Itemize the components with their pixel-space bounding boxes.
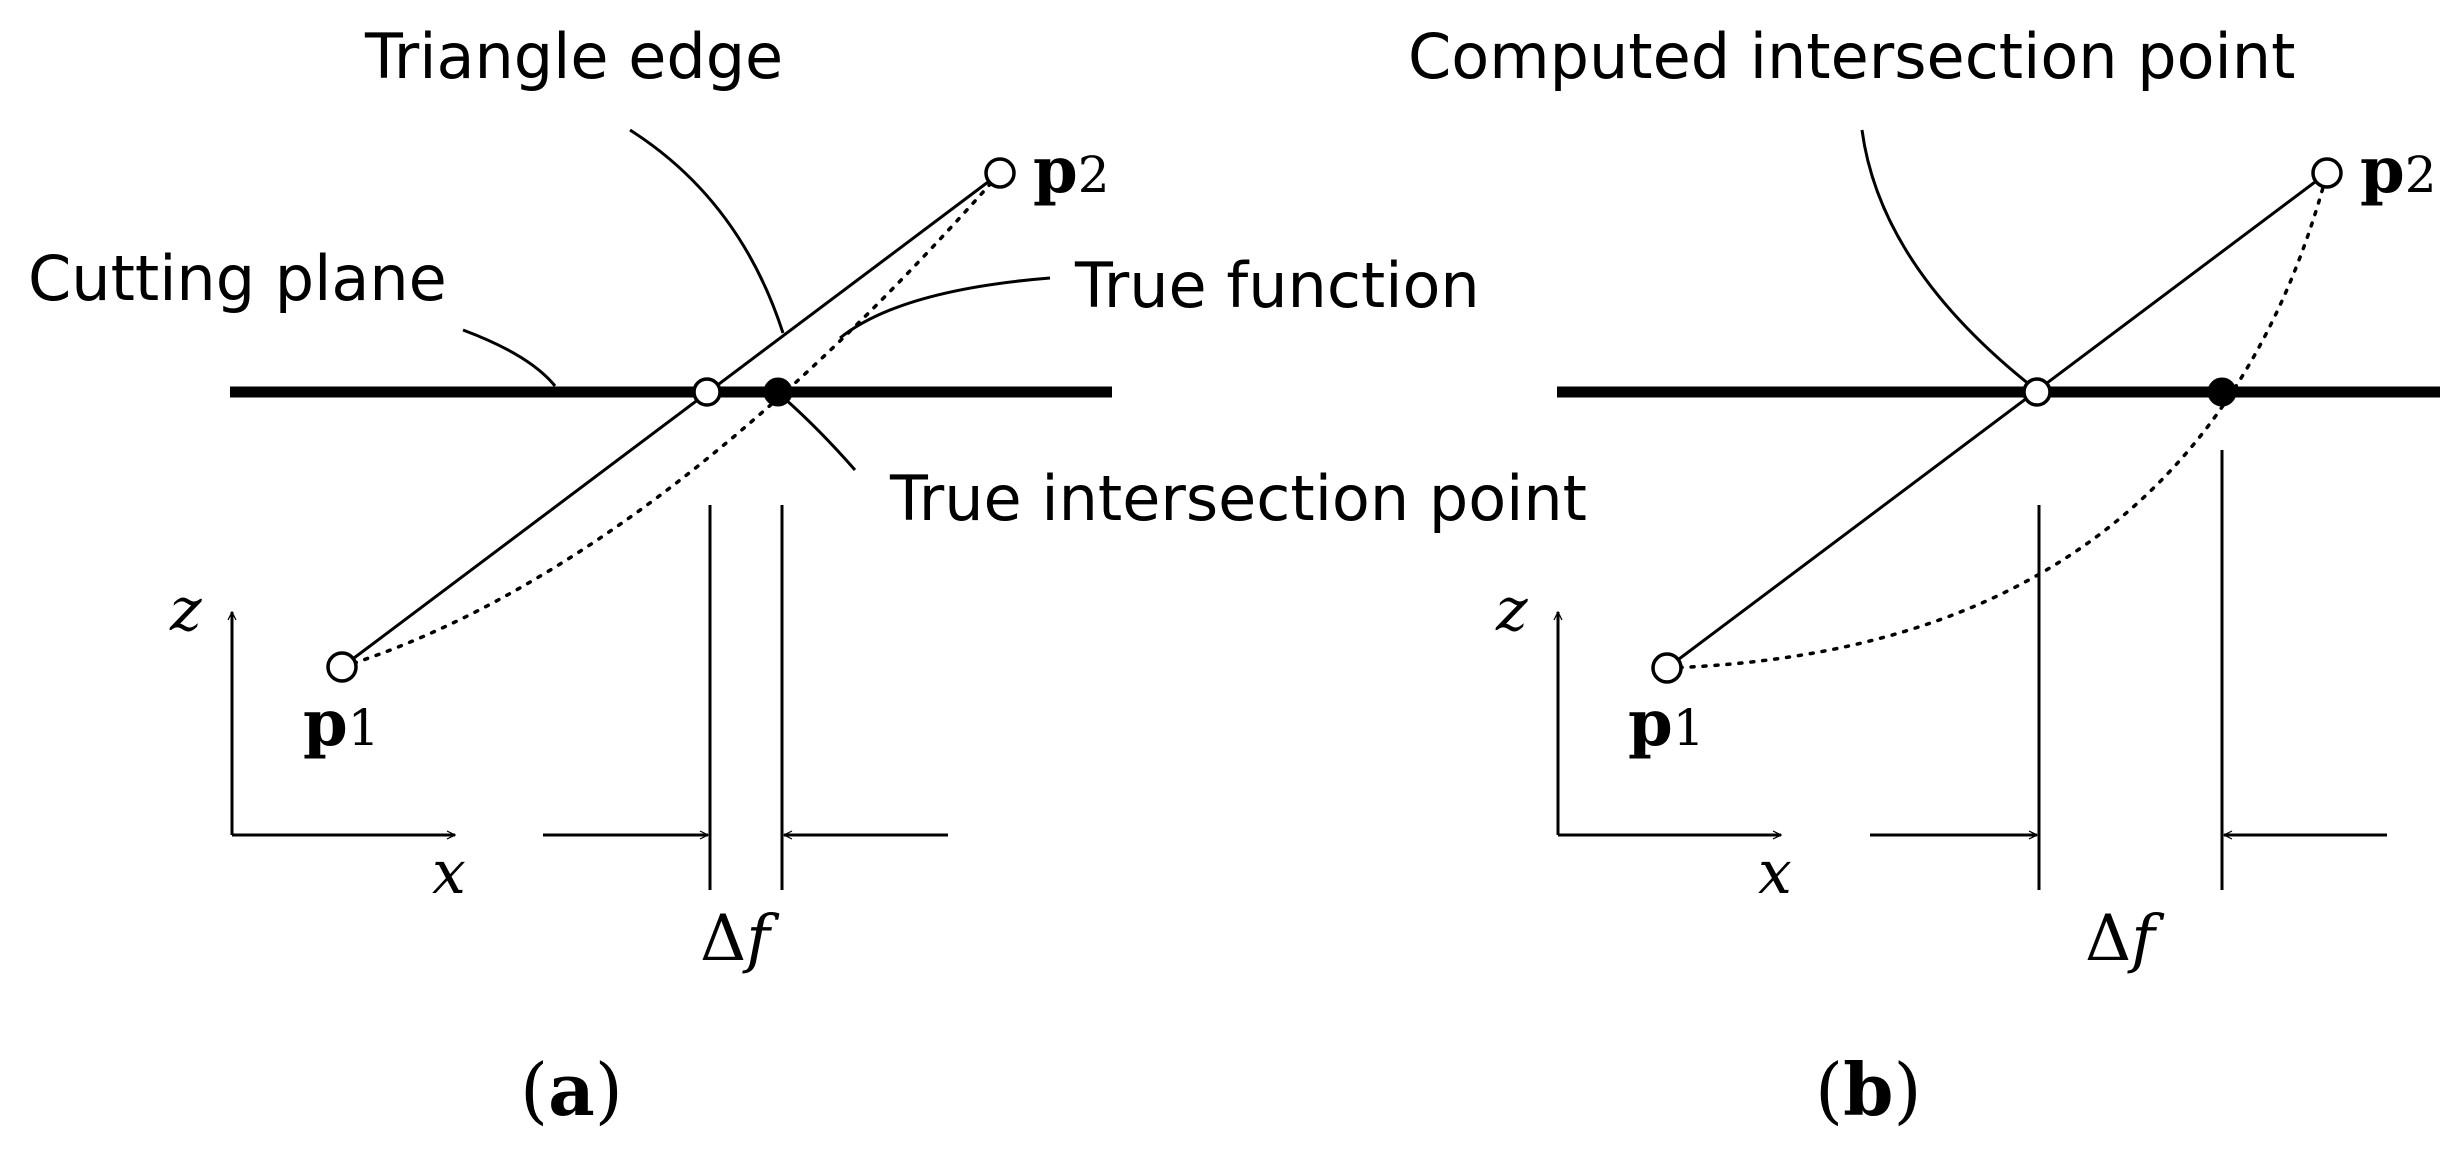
cutting-plane-leader (462, 328, 557, 387)
p1-point-b (1651, 652, 1683, 684)
true-intersection-leader (783, 396, 857, 471)
x-axis-label: x (432, 838, 466, 908)
segment-p1-p2 (341, 171, 1001, 669)
true-intersection-point (763, 377, 793, 407)
segment-p1-p2-b (1666, 171, 2328, 670)
panel-a-caption: (a) (520, 1047, 623, 1132)
panel-a: Triangle edge Cutting plane True functio… (28, 20, 1587, 1132)
computed-intersection-point (692, 377, 722, 407)
true-intersection-point-b (2207, 377, 2237, 407)
true-function-curve-b (1665, 171, 2329, 670)
p1-point (326, 651, 358, 683)
panel-b: Computed intersection point p1 p2 z x Δf… (1408, 20, 2440, 1132)
computed-intersection-point-b (2022, 377, 2052, 407)
true-function-label: True function (1074, 249, 1480, 322)
delta-f-label: Δf (700, 902, 780, 976)
p2-label: p2 (1033, 133, 1110, 208)
z-axis-label-b: z (1495, 575, 1528, 645)
p2-label-b: p2 (2360, 133, 2437, 208)
p2-point (984, 157, 1016, 189)
x-axis-label-b: x (1758, 838, 1792, 908)
triangle-edge-label: Triangle edge (364, 20, 783, 93)
delta-f-label-b: Δf (2085, 902, 2165, 976)
cutting-plane-label: Cutting plane (28, 242, 447, 315)
p2-point-b (2311, 157, 2343, 189)
computed-intersection-label: Computed intersection point (1408, 20, 2295, 93)
p1-label: p1 (303, 686, 380, 761)
true-intersection-label: True intersection point (889, 462, 1587, 535)
true-function-curve (340, 171, 1002, 669)
computed-intersection-leader (1860, 129, 2031, 387)
p1-label-b: p1 (1628, 686, 1705, 761)
true-function-leader (839, 276, 1051, 340)
triangle-edge-leader (629, 128, 785, 334)
z-axis-label: z (169, 575, 202, 645)
panel-b-caption: (b) (1815, 1047, 1922, 1132)
